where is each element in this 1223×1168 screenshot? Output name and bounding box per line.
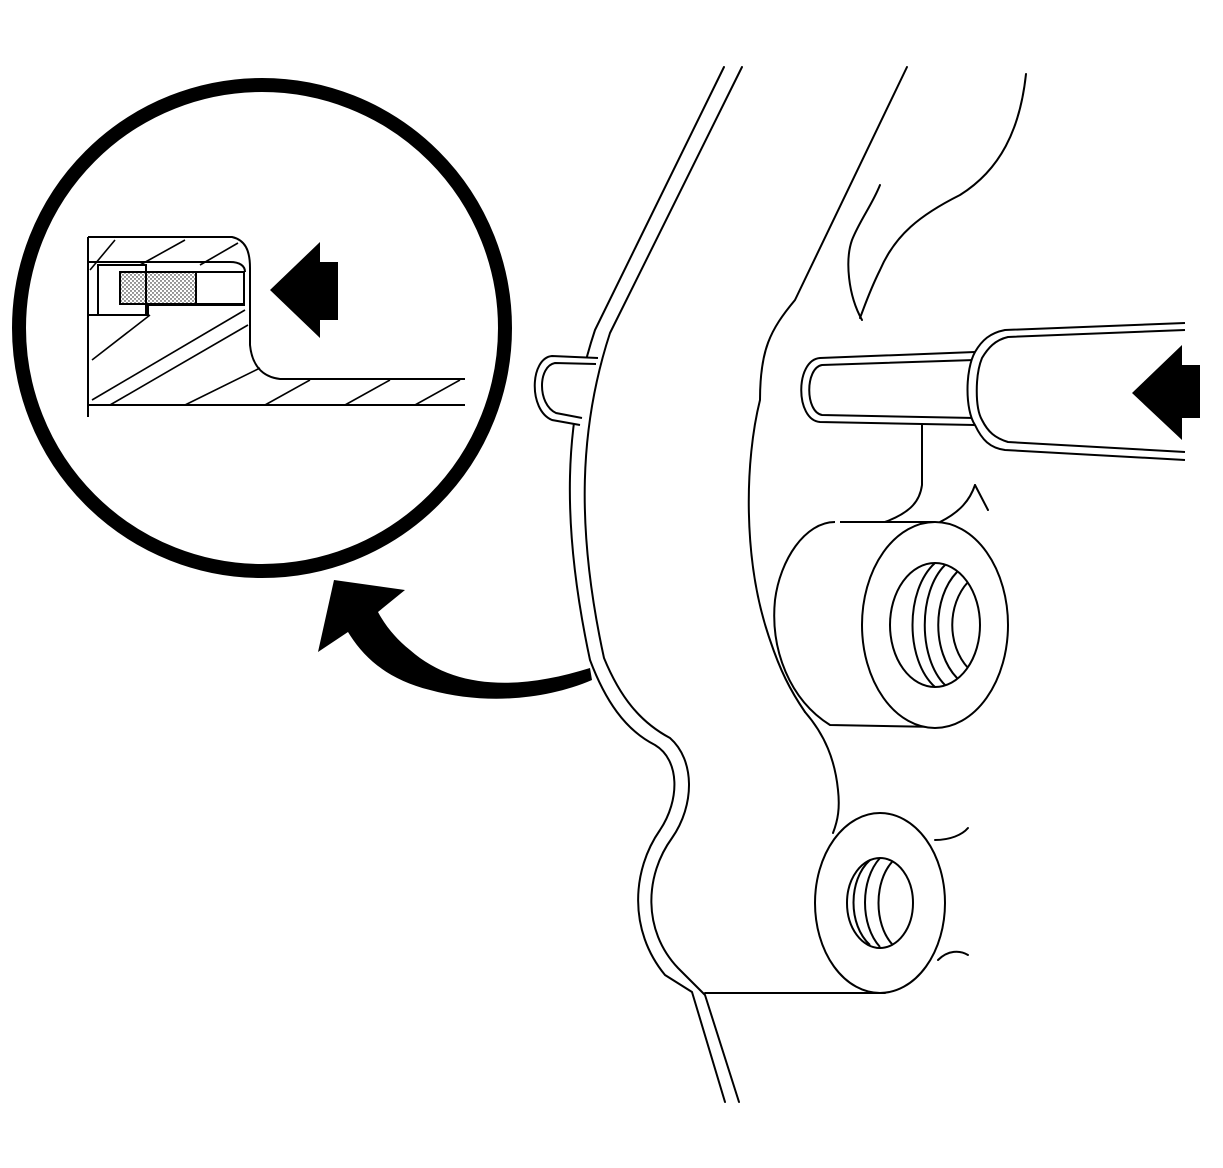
detail-circle-border	[12, 78, 512, 578]
tool-shaft-inner	[808, 359, 976, 419]
seal	[97, 264, 245, 316]
housing-upper-rib-inner	[847, 184, 881, 321]
tool-handle-outer	[966, 322, 1186, 461]
boss-upper-face	[861, 521, 1009, 729]
detail-inset	[12, 78, 512, 578]
seal-protrusion	[533, 354, 599, 426]
seal-case	[97, 264, 147, 316]
threaded-boss-upper	[773, 521, 1009, 729]
boss-lower-thread-3	[877, 861, 893, 945]
boss-upper-thread-4	[951, 581, 969, 669]
tool-shaft	[800, 351, 976, 426]
housing-small-arc	[939, 484, 976, 523]
seal-protrusion-outer	[533, 354, 599, 426]
housing-lower-web	[804, 711, 840, 834]
housing-right-notch-bottom	[937, 950, 969, 961]
boss-lower-thread-1	[852, 859, 871, 946]
tool-handle-inner	[975, 329, 1186, 453]
seal-dotted-body	[119, 271, 197, 305]
boss-lower-face	[814, 812, 946, 994]
detail-circle-fill	[19, 85, 505, 571]
callout-arrow	[318, 580, 592, 699]
boss-upper-body	[773, 521, 941, 728]
threaded-boss-lower	[814, 812, 946, 994]
housing-web-line	[884, 424, 923, 523]
detail-hatching	[89, 239, 461, 406]
boss-upper-thread-3	[937, 571, 958, 679]
installer-tool	[800, 322, 1186, 461]
housing-small-chevron	[974, 484, 989, 511]
boss-upper-thread-1	[911, 562, 936, 688]
tool-push-arrow	[1132, 345, 1200, 440]
housing-upper-rib	[859, 73, 1027, 319]
seal-protrusion-inner	[541, 361, 597, 419]
seal-lip	[195, 271, 245, 305]
housing-outer-edge	[568, 66, 726, 1103]
boss-lower-thread-2	[864, 857, 881, 948]
housing-inner-edge	[747, 66, 908, 713]
detail-push-arrow	[270, 242, 338, 338]
detail-section-outline	[88, 236, 465, 380]
housing-outer-edge-inner	[583, 66, 743, 1103]
boss-upper-thread-2	[923, 564, 946, 686]
detail-bore-step	[88, 261, 246, 273]
housing-right-notch-top	[934, 827, 969, 841]
housing	[568, 66, 1027, 1103]
